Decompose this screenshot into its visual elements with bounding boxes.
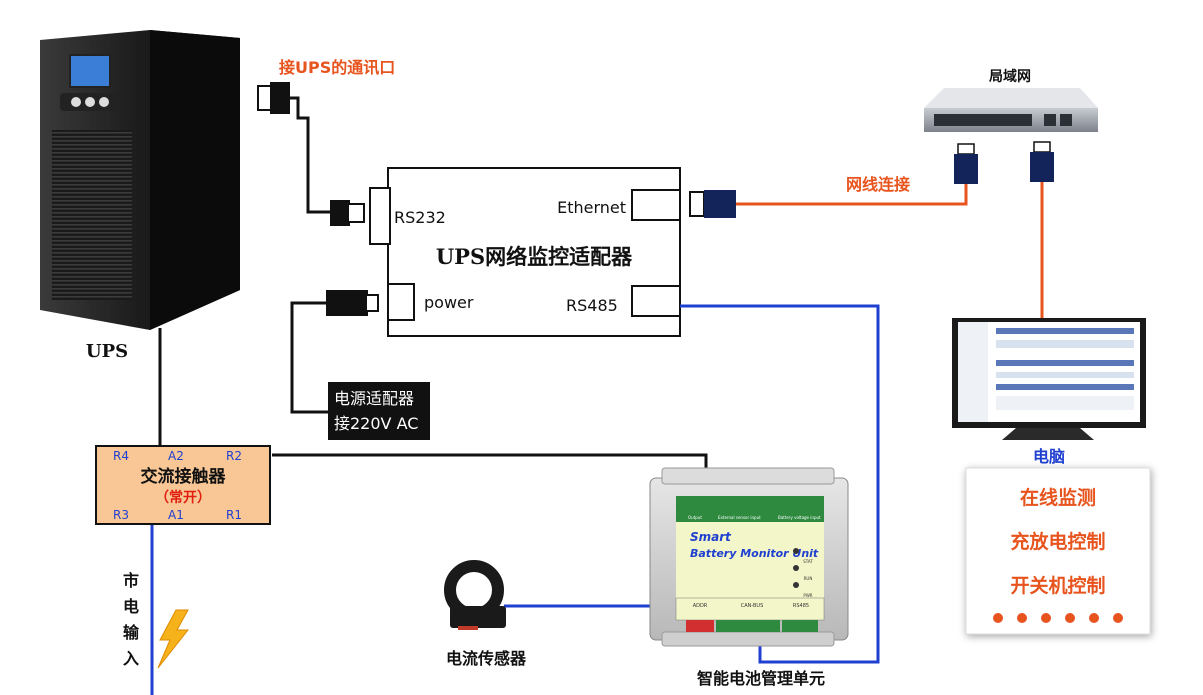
bmu-product: Battery Monitor Unit bbox=[690, 547, 819, 560]
contactor-to-bmu-wire bbox=[272, 453, 708, 485]
terminal-r4: R4 bbox=[113, 449, 129, 463]
ups-device bbox=[40, 30, 240, 330]
switch-label: 局域网 bbox=[989, 68, 1031, 85]
contactor-name: 交流接触器 bbox=[141, 466, 227, 487]
sensor-label: 电流传感器 bbox=[446, 649, 527, 668]
run-led-label: RUN bbox=[804, 576, 813, 581]
bmu-rs485-label: RS485 bbox=[793, 603, 809, 609]
bmu-bottom-label-strip bbox=[675, 597, 825, 621]
mains-char-1: 市 bbox=[123, 571, 139, 590]
rs232-port bbox=[369, 187, 391, 245]
rs485-label: RS485 bbox=[566, 296, 618, 315]
switch-ports bbox=[934, 114, 1032, 126]
terminal-block-rs485 bbox=[782, 620, 818, 632]
terminal-r3: R3 bbox=[113, 508, 129, 522]
terminal-block-top bbox=[676, 496, 824, 522]
contactor-state: （常开） bbox=[155, 489, 211, 506]
ethernet-label: Ethernet bbox=[557, 198, 626, 217]
ups-lcd-screen bbox=[69, 54, 111, 88]
terminal-r1: R1 bbox=[226, 508, 242, 522]
mains-input-label: 市 电 输 入 bbox=[123, 571, 140, 668]
feature-dots bbox=[993, 613, 1123, 623]
computer-monitor bbox=[952, 318, 1146, 440]
dip-switch bbox=[686, 620, 714, 632]
rs485-port bbox=[631, 285, 681, 317]
current-sensor bbox=[444, 560, 506, 630]
ups-vent-grille bbox=[52, 130, 132, 300]
bmu-label: 智能电池管理单元 bbox=[697, 669, 825, 688]
rj45-plug-switch-2 bbox=[1030, 141, 1054, 182]
ups-label: UPS bbox=[86, 341, 128, 362]
lightning-icon bbox=[157, 609, 190, 669]
mains-char-3: 输 bbox=[123, 623, 140, 642]
ups-port-label: 接UPS的通讯口 bbox=[279, 58, 395, 77]
cable-label: 网线连接 bbox=[846, 175, 910, 194]
feature-online-monitoring: 在线监测 bbox=[1020, 486, 1096, 509]
power-plug bbox=[326, 290, 379, 316]
feature-power-control: 开关机控制 bbox=[1010, 574, 1105, 597]
ethernet-port bbox=[631, 189, 681, 221]
bmu-brand: Smart bbox=[690, 530, 732, 544]
ups-button-icon bbox=[71, 97, 81, 107]
monitor-stand bbox=[1002, 428, 1094, 440]
orange-network-wiring bbox=[736, 182, 1044, 318]
terminal-a1: A1 bbox=[168, 508, 184, 522]
stat-led-icon bbox=[793, 548, 799, 554]
power-label: power bbox=[424, 293, 474, 312]
bmu-canbus-label: CAN-BUS bbox=[741, 603, 764, 609]
bmu-addr-label: ADDR bbox=[693, 603, 708, 609]
power-cable bbox=[290, 301, 330, 414]
pwr-led-icon bbox=[793, 582, 799, 588]
rj45-plug-adapter bbox=[689, 190, 736, 218]
bmu-face bbox=[676, 522, 824, 598]
bmu-sensor-input-label: External sensor input bbox=[718, 515, 761, 520]
power-adapter-line2: 接220V AC bbox=[334, 414, 418, 433]
ac-contactor: R4 A2 R2 交流接触器 （常开） R3 A1 R1 bbox=[95, 445, 271, 525]
pwr-led-label: PWR bbox=[803, 593, 812, 598]
ups-comm-connector bbox=[257, 82, 290, 114]
power-adapter-line1: 电源适配器 bbox=[334, 389, 414, 408]
terminal-a2: A2 bbox=[168, 449, 184, 463]
terminal-r2: R2 bbox=[226, 449, 242, 463]
battery-monitor-unit: Smart Battery Monitor Unit STAT RUN PWR … bbox=[649, 467, 849, 647]
adapter-title: UPS网络监控适配器 bbox=[436, 244, 633, 269]
ups-button-icon bbox=[99, 97, 109, 107]
rs485-cable bbox=[680, 304, 880, 664]
network-adapter: RS232 Ethernet UPS网络监控适配器 power RS485 bbox=[369, 167, 681, 337]
rs232-label: RS232 bbox=[394, 208, 446, 227]
ups-button-icon bbox=[85, 97, 95, 107]
bmu-voltage-input-label: Battery voltage input bbox=[778, 515, 821, 520]
stat-led-label: STAT bbox=[803, 559, 813, 564]
mains-char-4: 入 bbox=[123, 649, 139, 668]
power-port bbox=[387, 283, 415, 321]
feature-charge-control: 充放电控制 bbox=[1010, 530, 1105, 553]
computer-label: 电脑 bbox=[1033, 447, 1065, 466]
power-adapter-box: 电源适配器 接220V AC bbox=[328, 382, 430, 440]
network-switch bbox=[924, 88, 1098, 132]
rj45-plug-switch-1 bbox=[954, 143, 978, 184]
feature-panel: 在线监测 充放电控制 开关机控制 bbox=[965, 467, 1151, 635]
rs232-cable bbox=[288, 96, 330, 214]
rs232-plug bbox=[330, 200, 365, 226]
mains-char-2: 电 bbox=[123, 597, 139, 616]
blue-wiring bbox=[150, 304, 880, 695]
terminal-block-canbus bbox=[716, 620, 780, 632]
bmu-output-label: Output bbox=[688, 515, 702, 520]
run-led-icon bbox=[793, 565, 799, 571]
ethernet-cable bbox=[736, 184, 968, 206]
